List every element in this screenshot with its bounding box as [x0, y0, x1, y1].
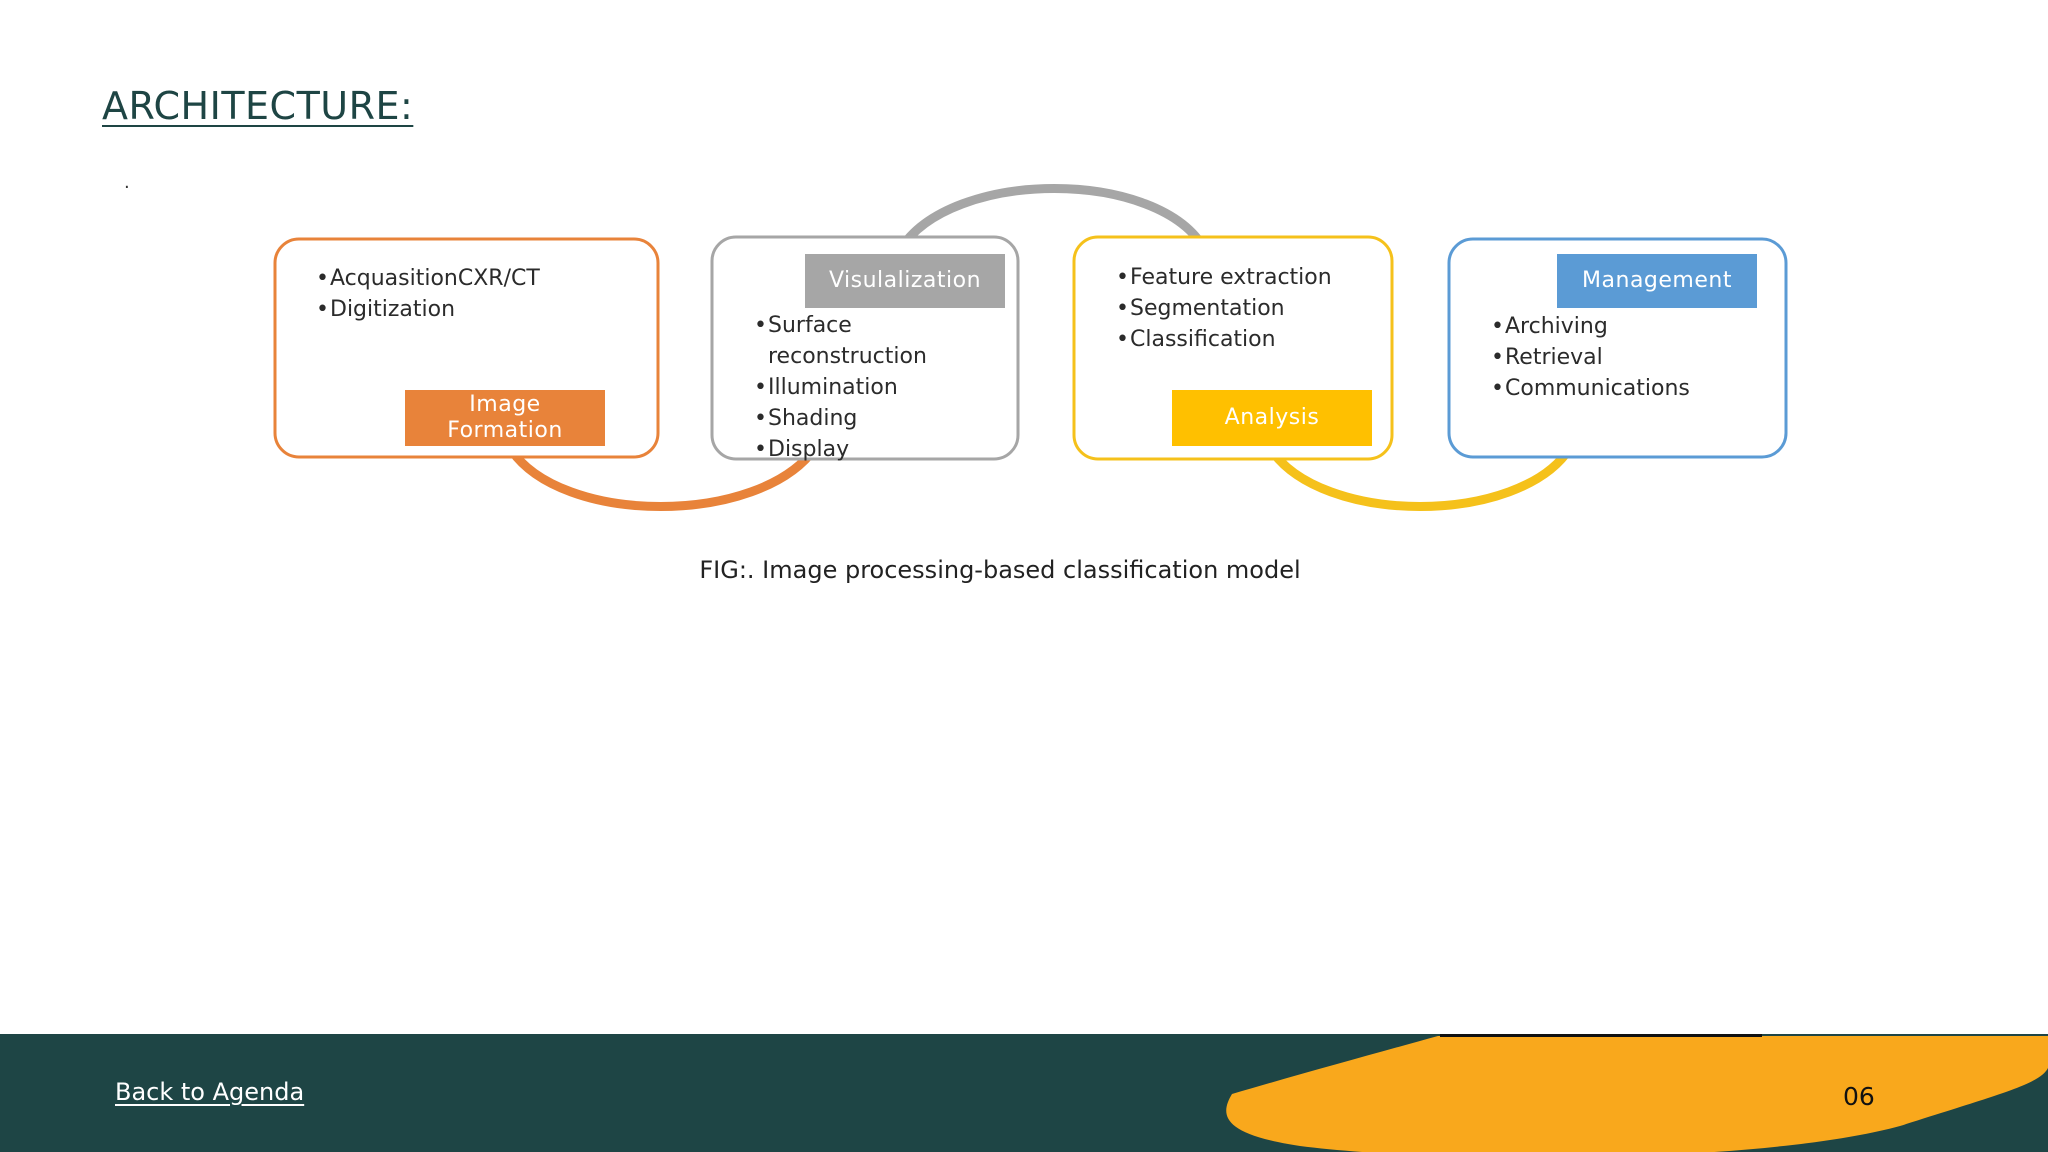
footer-accent-shape — [1226, 1036, 2048, 1152]
back-to-agenda-link[interactable]: Back to Agenda — [115, 1078, 305, 1106]
tag-image-formation-line1: Image — [469, 392, 541, 417]
connector-arc-formation-visualization — [505, 443, 820, 511]
list-item: Shading — [754, 403, 1004, 434]
page-number: 06 — [1843, 1082, 1875, 1111]
box-analysis-list: Feature extraction Segmentation Classifi… — [1116, 262, 1356, 355]
list-item: AcquasitionCXR/CT — [316, 263, 540, 294]
tag-management: Management — [1557, 254, 1757, 308]
list-item: Segmentation — [1116, 293, 1356, 324]
list-item: Illumination — [754, 372, 1004, 403]
slide-title: ARCHITECTURE: — [102, 84, 414, 128]
box-management-list: Archiving Retrieval Communications — [1491, 311, 1771, 404]
list-item: Feature extraction — [1116, 262, 1356, 293]
tag-image-formation: Image Formation — [405, 390, 605, 446]
tag-visualization: Visulalization — [805, 254, 1005, 308]
list-item: Retrieval — [1491, 342, 1771, 373]
list-item: Archiving — [1491, 311, 1771, 342]
box-image-formation-list: AcquasitionCXR/CT Digitization — [316, 263, 540, 325]
tag-analysis: Analysis — [1172, 390, 1372, 446]
connector-arc-analysis-management — [1265, 443, 1575, 511]
connector-arc-visualization-analysis — [895, 184, 1210, 255]
footer-divider — [1440, 1034, 1762, 1037]
figure-caption: FIG:. Image processing-based classificat… — [699, 556, 1301, 584]
accent-blob — [1226, 1036, 2048, 1152]
list-item: Classification — [1116, 324, 1356, 355]
list-item: Display — [754, 434, 1004, 465]
footer-band — [0, 1034, 2048, 1152]
architecture-diagram: AcquasitionCXR/CT Digitization Image For… — [260, 176, 1800, 526]
list-item: Communications — [1491, 373, 1771, 404]
list-item: Surface reconstruction — [754, 310, 1004, 372]
tag-image-formation-line2: Formation — [447, 418, 563, 443]
stray-bullet: . — [124, 172, 130, 193]
list-item: Digitization — [316, 294, 540, 325]
box-visualization-list: Surface reconstruction Illumination Shad… — [754, 310, 1004, 465]
